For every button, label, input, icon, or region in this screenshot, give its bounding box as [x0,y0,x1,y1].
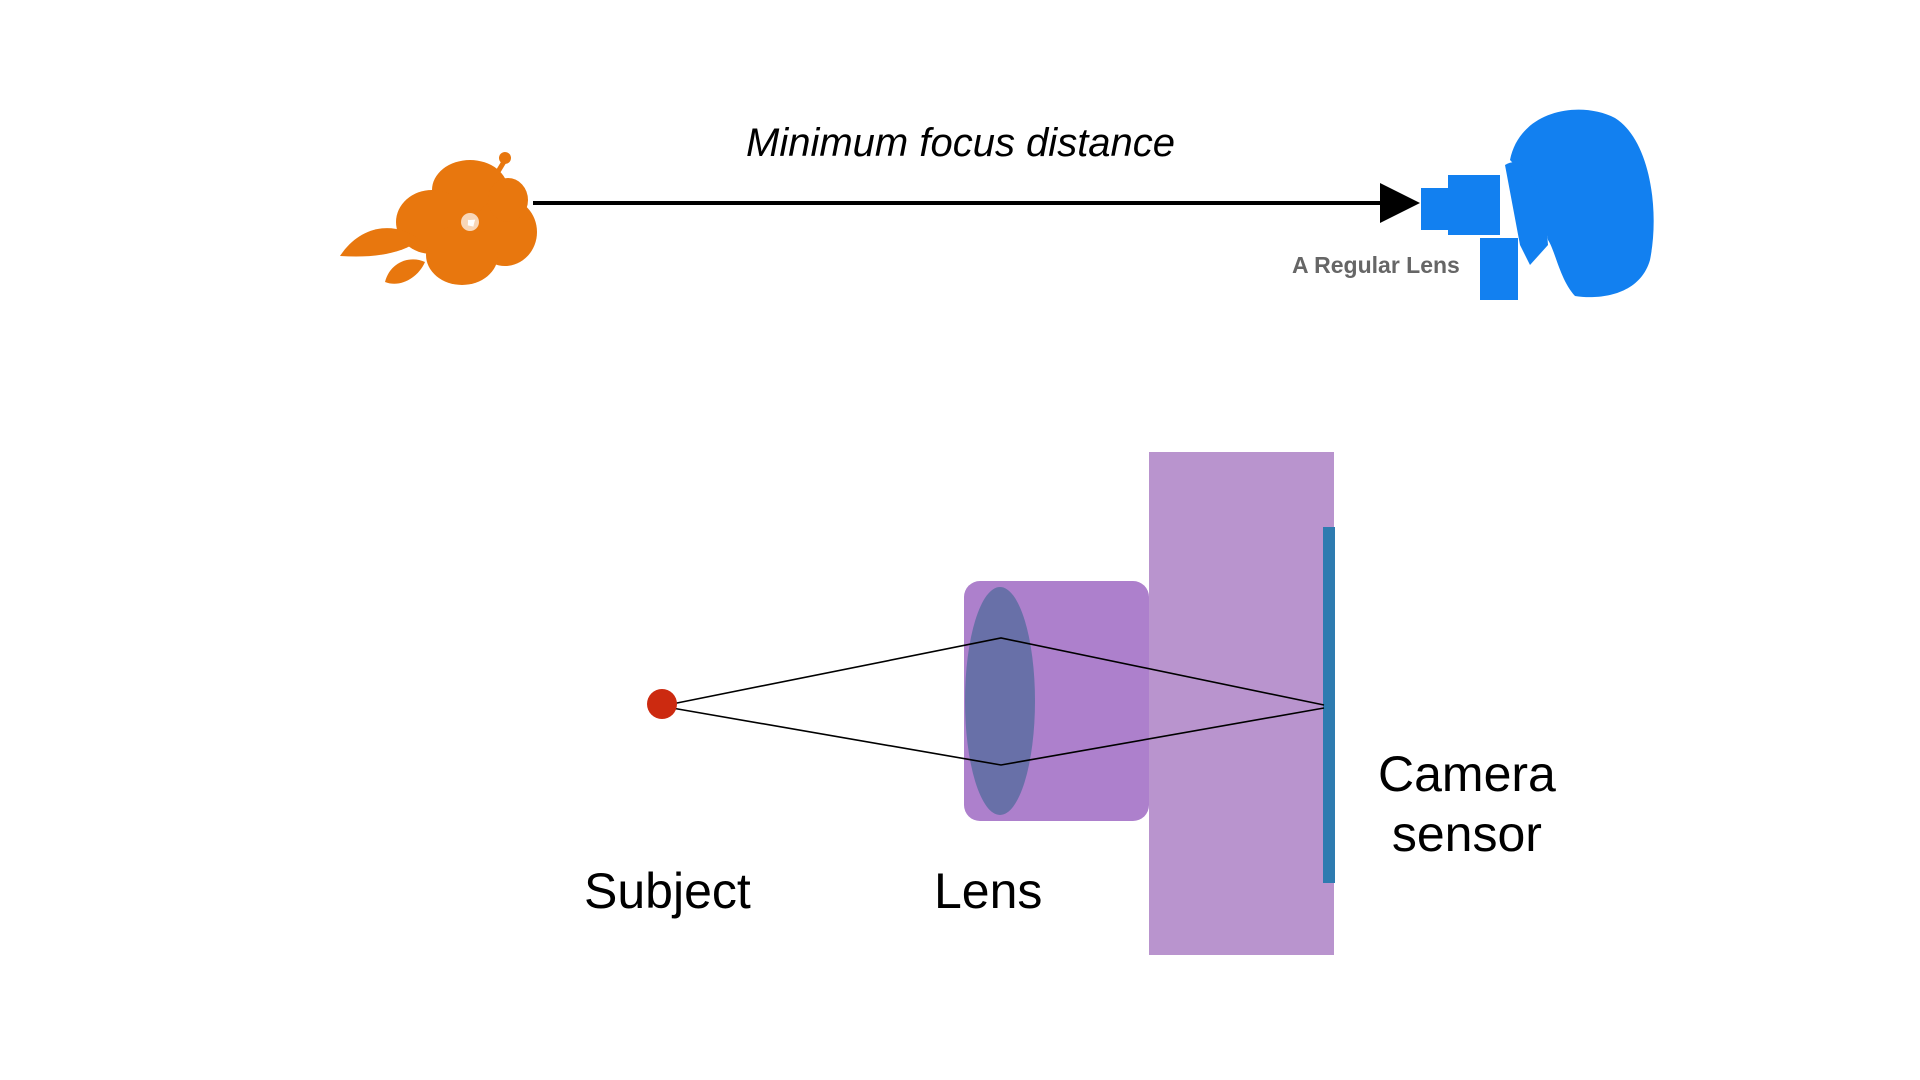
camera-sensor-label-line1: Camera [1378,746,1556,802]
camera-sensor-label-line2: sensor [1391,806,1542,862]
lens-element [965,587,1035,815]
diagram-title: Minimum focus distance [746,121,1176,165]
camera-body [1149,452,1334,955]
camera-sensor [1323,527,1335,883]
camera-sensor-label: Camera sensor [1378,744,1556,864]
lens-type-label: A Regular Lens [1292,252,1460,278]
hibiscus-flower-icon [340,152,537,285]
subject-dot [647,689,677,719]
lens-label: Lens [934,863,1043,919]
photographer-icon [1421,109,1654,300]
light-ray-upper [671,637,1325,706]
light-ray-lower [671,707,1325,766]
subject-label: Subject [584,863,751,919]
